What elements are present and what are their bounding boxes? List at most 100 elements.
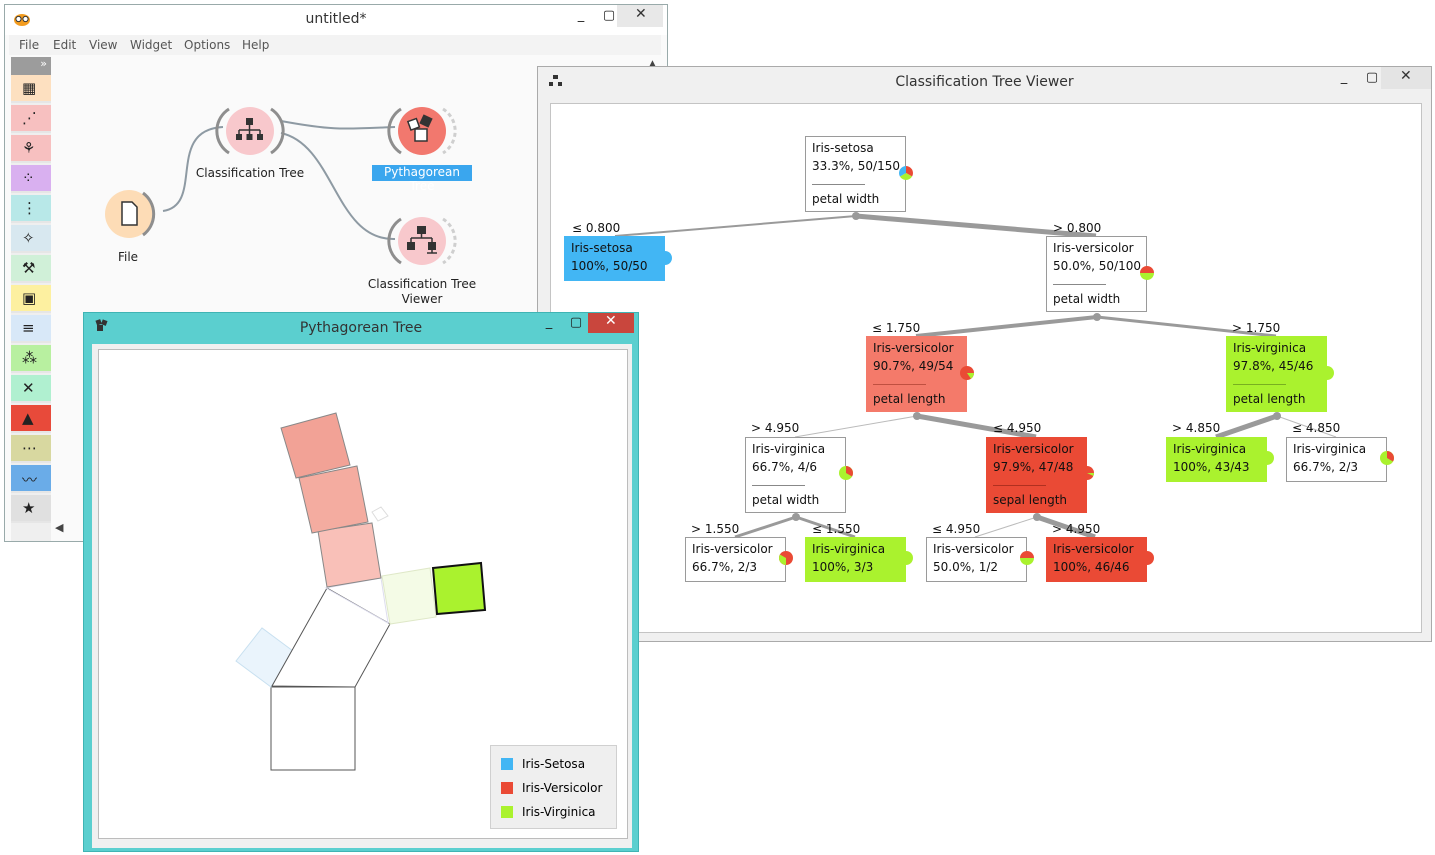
tree-viewer-app-icon — [548, 74, 564, 92]
menu-file[interactable]: File — [19, 38, 40, 52]
data-table-icon: ▦ — [22, 79, 37, 97]
tree-node-n10[interactable]: Iris-virginica 100%, 3/3 — [805, 537, 906, 582]
scatter-dots-icon: ⁘ — [22, 169, 35, 187]
tree-node-n12[interactable]: Iris-versicolor 100%, 46/46 — [1046, 537, 1147, 582]
node-divider — [1233, 384, 1286, 385]
tree-node-n9[interactable]: Iris-versicolor 66.7%, 2/3 — [685, 537, 786, 582]
node-class: Iris-versicolor — [933, 542, 1014, 556]
toolbox-button-data-table[interactable]: ▦ — [11, 75, 51, 103]
pie-icon — [1080, 466, 1094, 480]
toolbox-button-add-ons[interactable]: ★ — [11, 495, 51, 523]
pie-icon — [899, 166, 913, 180]
tree-viewer-title: Classification Tree Viewer — [895, 74, 1074, 90]
edge-label: > 4.850 — [1172, 421, 1221, 435]
maximize-button[interactable]: ▢ — [602, 8, 616, 23]
node-stat: 50.0%, 1/2 — [933, 560, 999, 574]
minimize-button[interactable]: _ — [577, 8, 585, 23]
canvas-scroll-up[interactable]: ▲ — [649, 59, 656, 69]
node-split: petal width — [752, 493, 820, 507]
pythagorean-tree-label[interactable]: Pythagorean Tree — [372, 165, 472, 193]
node-class: Iris-setosa — [812, 141, 874, 155]
tree-viewer-maximize-button[interactable]: ▢ — [1365, 70, 1379, 85]
paint-icon: ⚒ — [22, 259, 36, 277]
tree-node-n4[interactable]: Iris-virginica 97.8%, 45/46 petal length — [1226, 336, 1327, 412]
pie-icon — [1380, 451, 1394, 465]
toolbox-button-text[interactable]: ≡ — [11, 315, 51, 343]
menu-view[interactable]: View — [89, 38, 118, 52]
toolbox-button-paint[interactable]: ⚒ — [11, 255, 51, 283]
menu-options[interactable]: Options — [184, 38, 231, 52]
node-split: petal width — [812, 192, 880, 206]
pythagorean-square — [317, 522, 382, 588]
legend-swatch — [501, 782, 513, 794]
node-stat: 97.8%, 45/46 — [1233, 359, 1314, 373]
tree-node-n8[interactable]: Iris-virginica 66.7%, 2/3 — [1286, 437, 1387, 482]
toolbox-button-education[interactable]: ▲ — [11, 405, 51, 433]
tree-node-n7[interactable]: Iris-virginica 100%, 43/43 — [1166, 437, 1267, 482]
toolbox-collapse-button[interactable]: » — [11, 57, 51, 75]
pie-icon — [839, 466, 853, 480]
tree-node-n6[interactable]: Iris-versicolor 97.9%, 47/48 sepal lengt… — [986, 437, 1087, 513]
tree-viewer-close-button[interactable]: ✕ — [1381, 67, 1431, 89]
file-widget[interactable] — [103, 187, 159, 243]
toolbox-button-cluster[interactable]: ⁂ — [11, 345, 51, 373]
edge-label: ≤ 0.800 — [572, 221, 621, 235]
node-stat: 100%, 50/50 — [571, 259, 648, 273]
node-stat: 66.7%, 2/3 — [1293, 460, 1359, 474]
toolbox-button-network[interactable]: ✕ — [11, 375, 51, 403]
toolbox-scroll-left[interactable]: ◀ — [55, 521, 64, 534]
pythagorean-minimize-button[interactable]: _ — [545, 315, 553, 330]
toolbox-button-tree[interactable]: ⚘ — [11, 135, 51, 163]
edge-label: > 4.950 — [751, 421, 800, 435]
menu-widget[interactable]: Widget — [130, 38, 173, 52]
add-ons-icon: ★ — [22, 499, 36, 517]
pythagorean-close-button[interactable]: ✕ — [588, 313, 634, 333]
pythagorean-square — [381, 567, 437, 625]
toolbox-button-image[interactable]: ▣ — [11, 285, 51, 313]
pythagorean-square — [270, 686, 356, 771]
pythagorean-tree-widget[interactable] — [387, 103, 457, 159]
close-button[interactable]: ✕ — [617, 5, 663, 27]
pie-icon — [1020, 551, 1034, 565]
classification-tree-viewer-widget[interactable] — [387, 213, 457, 269]
legend-swatch — [501, 758, 513, 770]
node-class: Iris-virginica — [812, 542, 886, 556]
file-widget-label: File — [117, 250, 139, 264]
node-class: Iris-setosa — [571, 241, 633, 255]
orange-logo-icon — [13, 11, 31, 31]
tree-node-n2[interactable]: Iris-versicolor 50.0%, 50/100 petal widt… — [1046, 236, 1147, 312]
toolbox-button-scatter-dots[interactable]: ⁘ — [11, 165, 51, 193]
pythagorean-title: Pythagorean Tree — [299, 320, 423, 336]
toolbox-button-timeseries[interactable]: 〰 — [11, 465, 51, 493]
node-split: petal length — [1233, 392, 1306, 406]
node-class: Iris-virginica — [1293, 442, 1367, 456]
menu-edit[interactable]: Edit — [53, 38, 77, 52]
projection-icon: ✧ — [22, 229, 35, 247]
edge-label: > 4.950 — [1052, 522, 1101, 536]
menu-help[interactable]: Help — [242, 38, 270, 52]
pie-icon — [1140, 266, 1154, 280]
tree-node-root[interactable]: Iris-setosa 33.3%, 50/150 petal width — [805, 136, 906, 212]
pythagorean-square — [280, 412, 351, 479]
classification-tree-widget[interactable] — [215, 103, 285, 159]
pie-icon — [960, 366, 974, 380]
toolbox-button-projection[interactable]: ✧ — [11, 225, 51, 253]
toolbox-button-scatter-plot[interactable]: ⋰ — [11, 105, 51, 133]
tree-node-setosa-leaf[interactable]: Iris-setosa 100%, 50/50 — [564, 236, 665, 281]
node-stat: 50.0%, 50/100 — [1053, 259, 1141, 273]
toolbox-button-distance-matrix[interactable]: ⋮ — [11, 195, 51, 223]
toolbox-button-timeline[interactable]: ⋯ — [11, 435, 51, 463]
scatter-plot-icon: ⋰ — [22, 109, 37, 127]
node-stat: 97.9%, 47/48 — [993, 460, 1074, 474]
tree-node-n5[interactable]: Iris-virginica 66.7%, 4/6 petal width — [745, 437, 846, 513]
node-class: Iris-versicolor — [692, 542, 773, 556]
pythagorean-maximize-button[interactable]: ▢ — [569, 315, 583, 330]
node-divider — [752, 485, 805, 486]
tree-viewer-minimize-button[interactable]: _ — [1340, 70, 1348, 85]
pie-icon — [779, 551, 793, 565]
edge-label: > 0.800 — [1053, 221, 1102, 235]
tree-node-n11[interactable]: Iris-versicolor 50.0%, 1/2 — [926, 537, 1027, 582]
legend-swatch — [501, 806, 513, 818]
legend: Iris-Setosa Iris-Versicolor Iris-Virgini… — [490, 745, 617, 829]
